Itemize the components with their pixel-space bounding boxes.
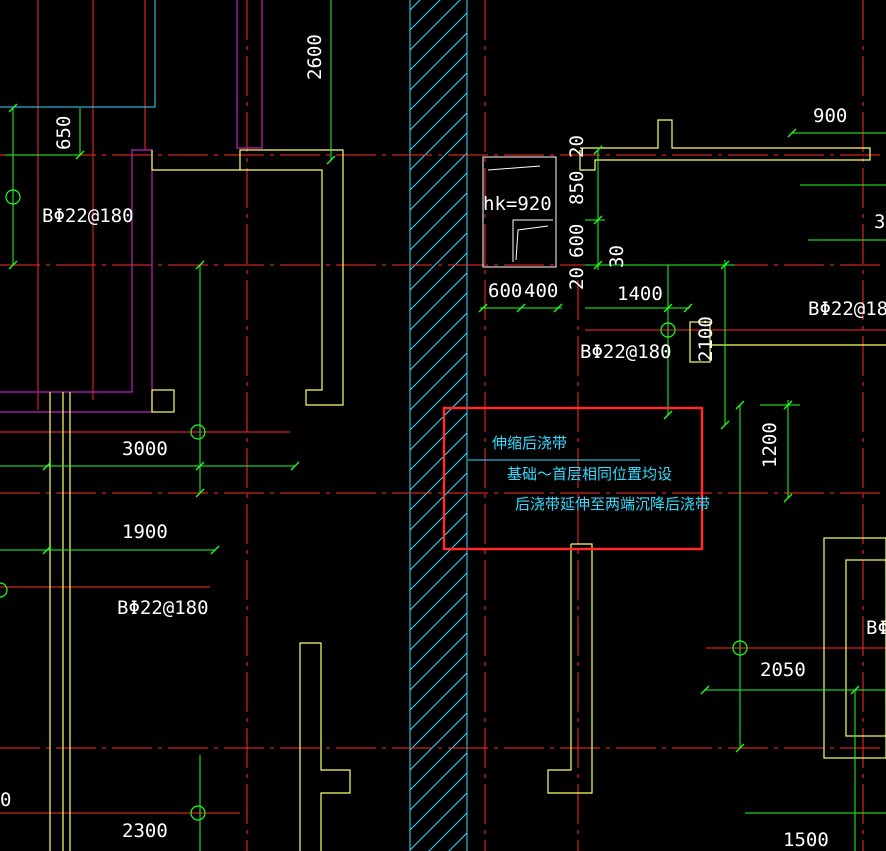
rebar-label-right-partial: BΦ — [866, 617, 886, 639]
post-cast-strip-note: 伸缩后浇带 基础～首层相同位置均设 后浇带延伸至两端沉降后浇带 — [442, 406, 710, 551]
dim-2050: 2050 — [760, 659, 806, 681]
dim-3-partial: 3 — [874, 211, 885, 233]
dim-1500: 1500 — [783, 829, 829, 851]
rebar-label-left-mid: BΦ22@180 — [117, 597, 209, 619]
dim-850: 850 — [566, 171, 588, 205]
rebar-label-left-top: BΦ22@180 — [42, 205, 134, 227]
dim-1400: 1400 — [617, 283, 663, 305]
dim-30: 30 — [606, 245, 628, 268]
dim-600-vertical: 600 — [566, 224, 588, 258]
edge-0-partial: 0 — [0, 789, 11, 811]
dim-650: 650 — [53, 116, 75, 150]
axis-markers — [0, 189, 748, 821]
note-line-1: 基础～首层相同位置均设 — [507, 465, 672, 483]
dim-2300: 2300 — [122, 820, 168, 842]
cyan-outlines — [0, 0, 640, 461]
highlight-box — [442, 406, 704, 551]
dim-600-horizontal: 600 — [488, 280, 522, 302]
dim-2600: 2600 — [304, 34, 326, 80]
dim-400: 400 — [524, 280, 558, 302]
magenta-outlines — [0, 0, 263, 413]
dim-900: 900 — [813, 105, 847, 127]
wall-outlines — [49, 119, 886, 851]
hatched-wall — [409, 0, 468, 851]
rebar-label-right-top: BΦ22@180 — [808, 298, 886, 320]
hk-detail-box — [482, 156, 557, 268]
dimension-ticks — [8, 103, 860, 753]
dim-20-bottom: 20 — [566, 267, 588, 290]
hk-label: hk=920 — [483, 193, 552, 215]
rebar-label-center: BΦ22@180 — [580, 341, 672, 363]
dim-1200: 1200 — [759, 422, 781, 468]
dim-20-top: 20 — [566, 135, 588, 158]
dim-3000: 3000 — [122, 438, 168, 460]
note-line-2: 后浇带延伸至两端沉降后浇带 — [515, 495, 710, 513]
dim-2100: 2100 — [695, 316, 717, 362]
note-title: 伸缩后浇带 — [492, 434, 567, 452]
dim-1900: 1900 — [122, 521, 168, 543]
